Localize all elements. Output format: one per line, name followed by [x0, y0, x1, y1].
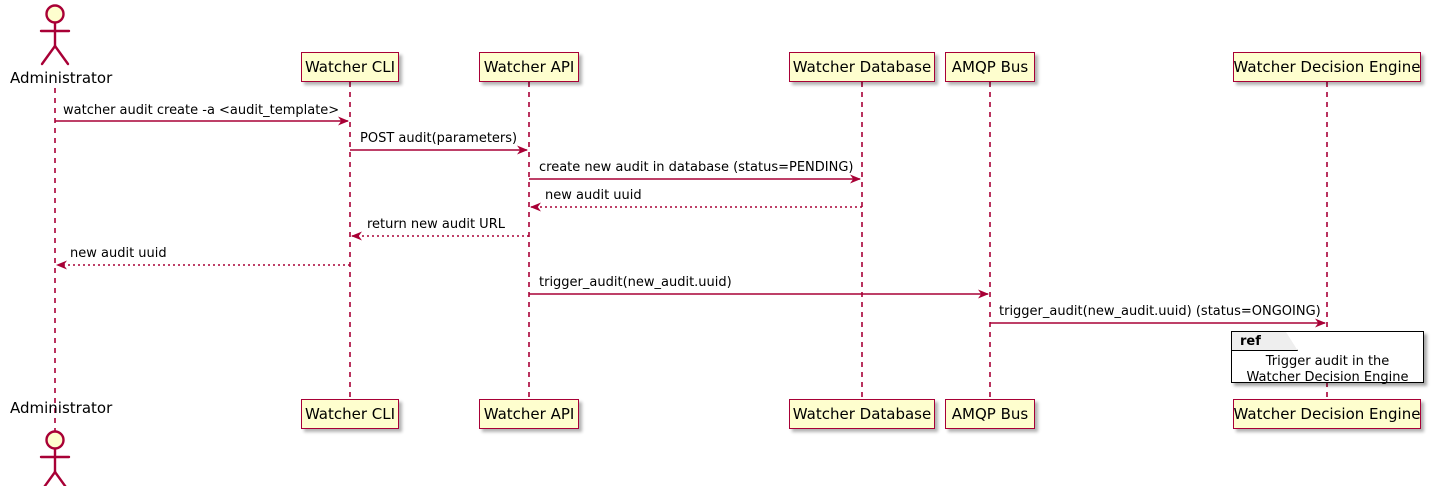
fragment-body-line: Watcher Decision Engine	[1246, 370, 1409, 385]
participant-label: AMQP Bus	[951, 404, 1029, 423]
participant-amqp-bus-top[interactable]: AMQP Bus	[945, 52, 1035, 82]
participant-label: Watcher API	[483, 404, 575, 423]
message-label-6: new audit uuid	[70, 246, 167, 261]
fragment-body-line: Trigger audit in the	[1265, 354, 1390, 369]
message-label-5: return new audit URL	[367, 217, 505, 232]
participant-label: Watcher Database	[792, 404, 932, 423]
participant-label: Watcher Decision Engine	[1233, 404, 1421, 423]
message-label-1: watcher audit create -a <audit_template>	[63, 103, 340, 118]
message-label-8: trigger_audit(new_audit.uuid) (status=ON…	[999, 304, 1321, 319]
actor-label-administrator-bottom: Administrator	[10, 399, 113, 417]
actor-figure-administrator-top	[39, 4, 71, 66]
participant-label: Watcher CLI	[304, 57, 396, 76]
participant-watcher-database-bottom[interactable]: Watcher Database	[789, 399, 935, 429]
participant-label: Watcher CLI	[304, 404, 396, 423]
participant-label: Watcher Database	[792, 57, 932, 76]
participant-watcher-decision-engine-bottom[interactable]: Watcher Decision Engine	[1233, 399, 1421, 429]
participant-watcher-cli-top[interactable]: Watcher CLI	[301, 52, 399, 82]
participant-amqp-bus-bottom[interactable]: AMQP Bus	[945, 399, 1035, 429]
actor-label-administrator-top: Administrator	[10, 69, 113, 87]
participant-watcher-api-top[interactable]: Watcher API	[479, 52, 579, 82]
actor-figures-group	[39, 4, 71, 486]
participant-watcher-decision-engine-top[interactable]: Watcher Decision Engine	[1233, 52, 1421, 82]
message-label-3: create new audit in database (status=PEN…	[539, 160, 854, 175]
participant-label: AMQP Bus	[951, 57, 1029, 76]
participant-watcher-database-top[interactable]: Watcher Database	[789, 52, 935, 82]
fragment-tab-label: ref	[1232, 332, 1298, 351]
message-label-4: new audit uuid	[545, 188, 642, 203]
participant-label: Watcher API	[483, 57, 575, 76]
participant-label: Watcher Decision Engine	[1233, 57, 1421, 76]
participant-watcher-cli-bottom[interactable]: Watcher CLI	[301, 399, 399, 429]
actor-figure-administrator-bottom	[39, 430, 71, 486]
messages-group	[55, 116, 1326, 328]
message-label-2: POST audit(parameters)	[360, 131, 518, 146]
message-label-7: trigger_audit(new_audit.uuid)	[539, 275, 732, 290]
participant-watcher-api-bottom[interactable]: Watcher API	[479, 399, 579, 429]
